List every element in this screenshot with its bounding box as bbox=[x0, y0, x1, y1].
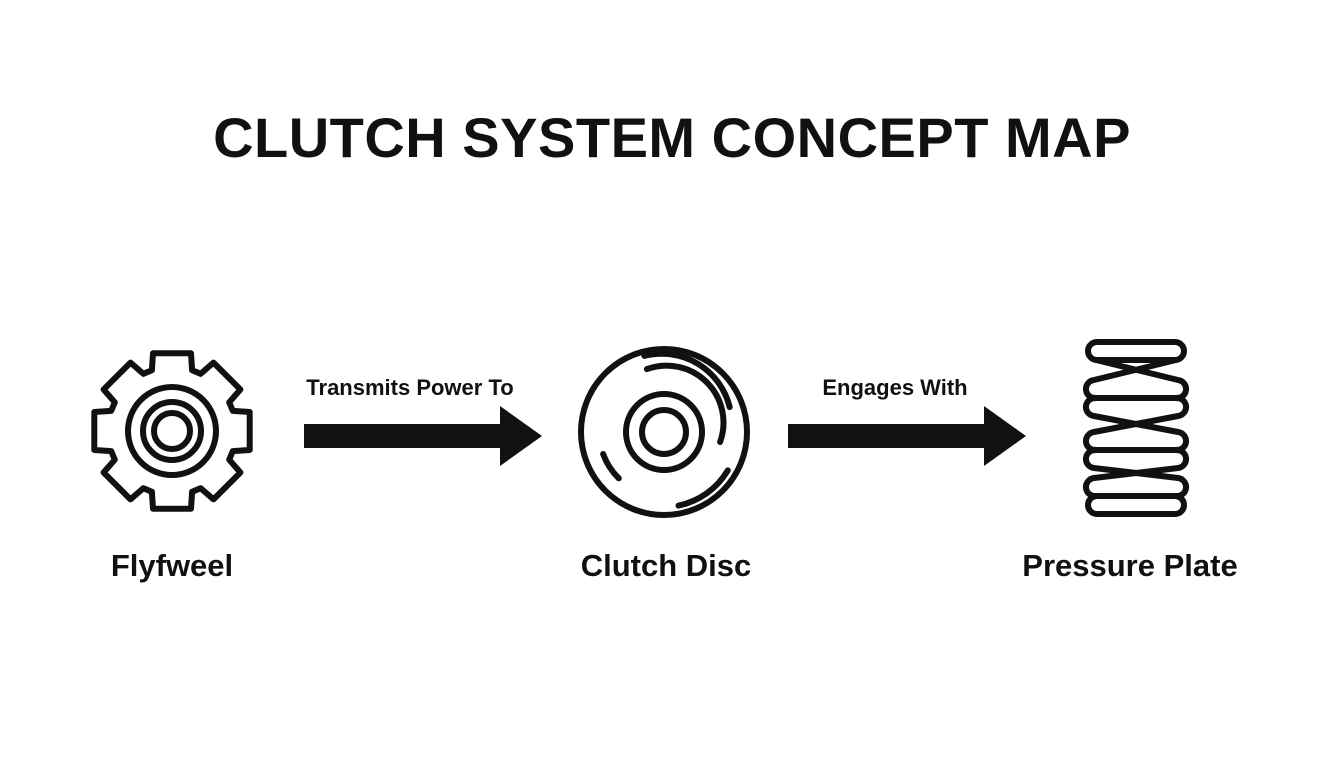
node-label-flywheel: Flyfweel bbox=[110, 548, 234, 583]
edge-label-transmits-power: Transmits Power To bbox=[306, 375, 514, 400]
node-label-pressure-plate: Pressure Plate bbox=[1022, 548, 1238, 583]
disc-icon bbox=[578, 346, 750, 518]
node-label-clutch-disc: Clutch Disc bbox=[580, 548, 752, 583]
spring-icon bbox=[1083, 339, 1189, 517]
diagram-title: CLUTCH SYSTEM CONCEPT MAP bbox=[213, 106, 1131, 169]
gear-icon bbox=[91, 350, 253, 512]
arrow-flywheel-to-clutch-disc bbox=[304, 406, 542, 466]
edge-label-engages-with: Engages With bbox=[822, 375, 968, 400]
arrow-clutch-disc-to-pressure-plate bbox=[788, 406, 1026, 466]
